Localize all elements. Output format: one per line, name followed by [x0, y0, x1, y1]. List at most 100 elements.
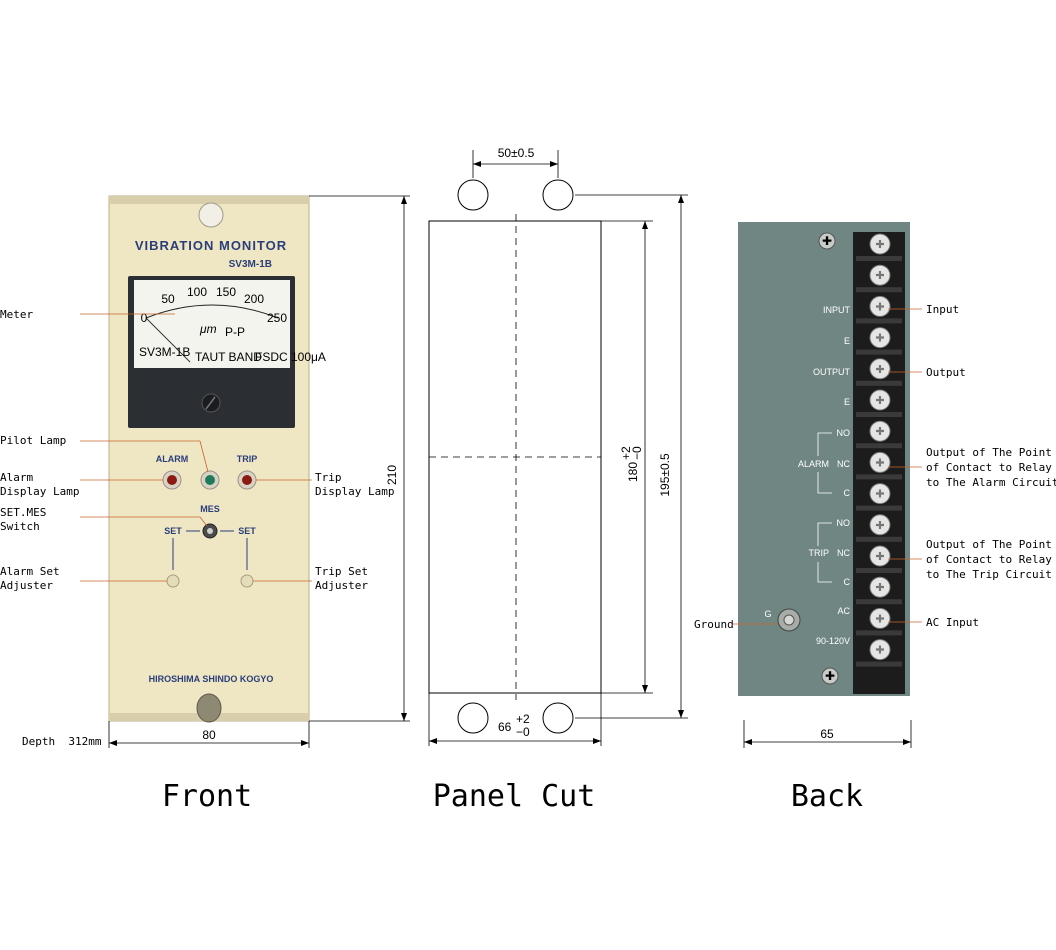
callout-setmes-1: SET.MES	[0, 506, 46, 519]
panel-cut-view: 50±0.5 180 +2 −0 195±0.5 66 +2 −0 Panel …	[428, 146, 688, 814]
screw-cross: ✚	[875, 457, 884, 469]
terminal-screw	[869, 358, 891, 380]
mount-hole-bottom-left	[457, 702, 489, 734]
arrow-down	[401, 713, 407, 721]
terminal-screw	[869, 389, 891, 411]
set-label-right: SET	[238, 526, 256, 536]
meter-unit: μm	[199, 322, 217, 336]
callout-alarm-3: to The Alarm Circuit	[926, 476, 1056, 489]
callout-trip-display-2: Display Lamp	[315, 485, 394, 498]
top-mount-knob	[198, 202, 224, 228]
terminal-separator	[856, 599, 902, 605]
mount-hole-top-right	[542, 179, 574, 211]
screw-cross: ✚	[875, 645, 884, 657]
callout-alarm-display-1: Alarm	[0, 471, 33, 484]
callout-ground: Ground	[694, 618, 734, 631]
terminal-separator	[856, 474, 902, 480]
back-brackets	[817, 432, 832, 583]
screw-cross: ✚	[875, 426, 884, 438]
arrow-right	[301, 740, 309, 746]
terminal-screw	[869, 327, 891, 349]
callout-input: Input	[926, 303, 959, 316]
screw-cross: ✚	[875, 270, 884, 282]
meter-scale-arc	[145, 304, 279, 319]
screw-cross: ✚	[825, 669, 835, 683]
back-callouts	[733, 308, 922, 625]
front-brand-title: VIBRATION MONITOR	[135, 238, 287, 253]
screw-cross: ✚	[875, 613, 884, 625]
label-trip-nc: NC	[837, 548, 850, 558]
terminal-separator	[856, 318, 902, 324]
hole-spacing-dim: 50±0.5	[498, 146, 535, 160]
label-alarm-c: C	[844, 488, 851, 498]
trip-set-adjuster[interactable]	[240, 574, 254, 588]
alarm-set-adjuster[interactable]	[166, 574, 180, 588]
label-trip-c: C	[844, 577, 851, 587]
terminal-screws: ✚✚✚✚✚✚✚✚✚✚✚✚✚✚	[856, 233, 902, 667]
mount-hole-top-left	[457, 179, 489, 211]
screw-cross: ✚	[875, 520, 884, 532]
terminal-screw	[869, 576, 891, 598]
terminal-screw	[869, 420, 891, 442]
terminal-screw	[869, 607, 891, 629]
callout-alarm-set-1: Alarm Set	[0, 565, 60, 578]
alarm-display-lamp-lens	[167, 475, 177, 485]
terminal-separator	[856, 568, 902, 573]
label-alarm: ALARM	[798, 459, 829, 469]
terminal-screw	[869, 451, 891, 473]
trip-display-lamp-lens	[242, 475, 252, 485]
callout-trip-1: Output of The Point	[926, 538, 1052, 551]
meter-face	[134, 280, 290, 368]
terminal-screw	[869, 264, 891, 286]
callout-alarm-display-2: Display Lamp	[0, 485, 79, 498]
callout-trip-2: of Contact to Relay	[926, 553, 1052, 566]
arrow-right	[593, 738, 601, 744]
meter-fine-right: FSDC 100μA	[255, 350, 326, 364]
front-width-dim: 80	[202, 728, 216, 742]
callout-trip-display-1: Trip	[315, 471, 342, 484]
front-panel	[108, 195, 310, 722]
terminal-separator	[856, 349, 902, 355]
front-panel-top-edge	[109, 196, 309, 204]
callout-alarm-set-2: Adjuster	[0, 579, 53, 592]
arrow-up	[642, 221, 648, 229]
trip-label: TRIP	[237, 454, 258, 464]
cut-width-dim: 66	[498, 720, 512, 734]
callout-line-pilot-lamp-drop	[199, 440, 209, 473]
arrow-up	[401, 196, 407, 204]
set-mes-switch-toggle	[207, 528, 213, 534]
arrow-left	[429, 738, 437, 744]
meter-fine-left: SV3M-1B	[139, 345, 190, 359]
screw-cross: ✚	[822, 234, 832, 248]
alarm-bracket	[817, 432, 832, 494]
arrow-right	[903, 739, 911, 745]
meter-scale-label: 0	[141, 311, 148, 325]
label-output: OUTPUT	[813, 367, 851, 377]
meter-scale-label: 200	[244, 292, 264, 306]
label-input: INPUT	[823, 305, 851, 315]
terminal-screw	[869, 514, 891, 536]
ground-terminal-screw	[783, 614, 795, 626]
terminal-separator	[856, 412, 902, 417]
arrow-right	[550, 161, 558, 167]
callout-line-setmes-drop	[199, 516, 208, 527]
meter-scale-label: 50	[161, 292, 175, 306]
front-caption: Front	[162, 779, 252, 814]
cut-height-dim: 180	[626, 462, 640, 482]
meter-unit-sub: P-P	[225, 325, 245, 339]
cut-height-tol-minus: −0	[630, 446, 644, 460]
back-screw-top	[818, 232, 836, 250]
meter-scale-label: 150	[216, 285, 236, 299]
screw-cross: ✚	[875, 364, 884, 376]
arrow-down	[678, 710, 684, 718]
label-e1: E	[844, 336, 850, 346]
screw-cross: ✚	[875, 489, 884, 501]
callout-setmes-2: Switch	[0, 520, 40, 533]
set-label-left: SET	[164, 526, 182, 536]
front-height-dim: 210	[385, 465, 399, 485]
depth-label: Depth 312mm	[22, 735, 102, 748]
callout-trip-3: to The Trip Circuit	[926, 568, 1052, 581]
label-trip-no: NO	[837, 518, 851, 528]
label-alarm-no: NO	[837, 428, 851, 438]
